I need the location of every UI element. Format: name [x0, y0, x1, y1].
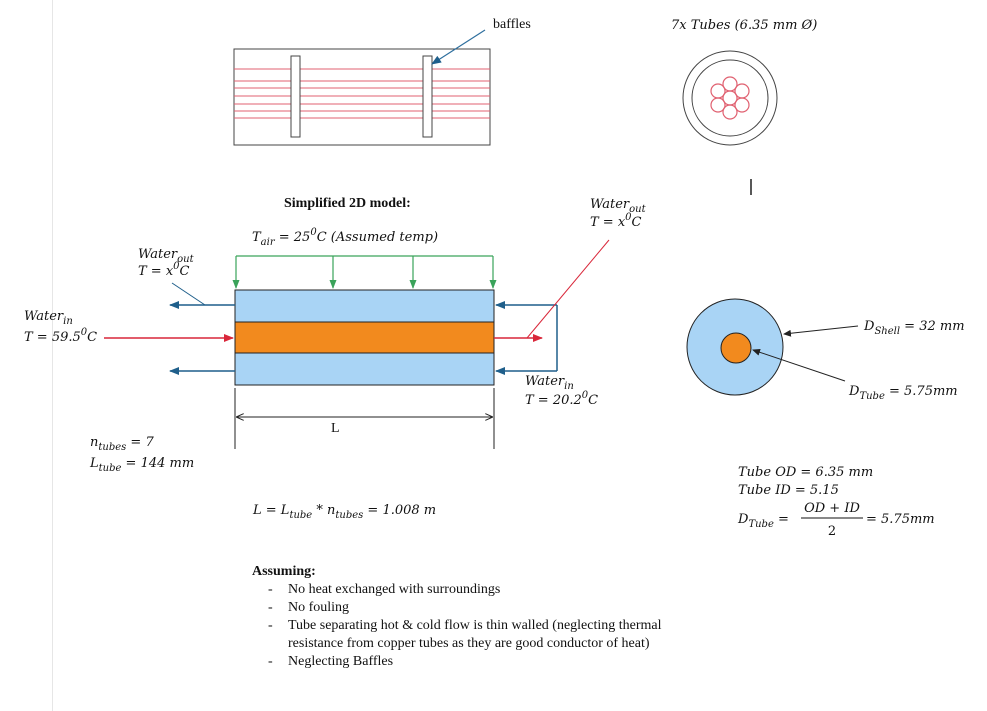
water-in-right-temp: T = 20.20C: [525, 390, 598, 408]
length-dimension: [234, 388, 495, 449]
tube-fluid: [234, 321, 495, 354]
water-in-left-name: Waterin: [24, 309, 73, 327]
baffles-label: baffles: [493, 17, 531, 32]
assumptions-list: -No heat exchanged with surroundings -No…: [252, 581, 692, 671]
assumptions-block: Assuming: -No heat exchanged with surrou…: [252, 563, 692, 671]
baffle-right: [422, 55, 433, 138]
n-tubes-label: ntubes = 7: [90, 435, 154, 453]
baffle-left: [290, 55, 301, 138]
d-shell-pointer: [783, 325, 859, 337]
assumption-item: -Neglecting Baffles: [268, 654, 394, 669]
d-tube-equation: DTube = OD + ID 2 = 5.75mm: [737, 501, 935, 539]
assumptions-heading: Assuming:: [252, 564, 316, 579]
tube-cross-section: [720, 332, 752, 364]
exchanger-side-view: [233, 29, 491, 146]
model-title: Simplified 2D model:: [284, 196, 411, 211]
shell-fluid-bottom: [234, 352, 495, 386]
tube-od-label: Tube OD = 6.35 mm: [738, 465, 873, 480]
water-out-left-name: Waterout: [138, 247, 195, 265]
air-arrows: [232, 255, 497, 289]
assumption-item: -Tube separating hot & cold flow is thin…: [268, 618, 662, 651]
assumption-item: -No heat exchanged with surroundings: [268, 582, 501, 597]
d-shell-label: DShell = 32 mm: [863, 319, 965, 337]
d-tube-label: DTube = 5.75mm: [848, 384, 958, 402]
d-tube-eq-lhs: DTube =: [737, 512, 789, 530]
water-out-right-name: Waterout: [590, 197, 647, 215]
t-air-label: Tair = 250C (Assumed temp): [252, 227, 438, 248]
shell-fluid-top: [234, 289, 495, 323]
baffle-pointer: [431, 29, 486, 65]
d-tube-pointer: [752, 348, 846, 382]
tubes-label: 7x Tubes (6.35 mm Ø): [671, 18, 817, 33]
l-tube-label: Ltube = 144 mm: [89, 456, 194, 474]
water-in-left-temp: T = 59.50C: [24, 327, 97, 345]
water-out-right-temp: T = x0C: [590, 212, 642, 230]
water-out-left-temp: T = x0C: [138, 261, 190, 279]
page-margin-line: [52, 0, 53, 711]
d-tube-eq-result: = 5.75mm: [866, 512, 935, 527]
water-out-right-leader: [526, 239, 610, 339]
water-in-right-name: Waterin: [525, 374, 574, 392]
tube-id-label: Tube ID = 5.15: [738, 483, 839, 498]
d-tube-eq-numerator: OD + ID: [804, 501, 860, 516]
tube-lines: [234, 68, 490, 119]
water-out-left-leader: [171, 282, 206, 306]
d-tube-eq-denominator: 2: [828, 524, 836, 539]
length-equation: L = Ltube * ntubes = 1.008 m: [252, 503, 436, 521]
tube-bundle-view: [682, 50, 778, 146]
tube-circles: [710, 76, 750, 120]
assumption-item: -No fouling: [268, 600, 350, 615]
shell-in-arrows: [495, 301, 558, 375]
length-label: L: [331, 421, 340, 436]
